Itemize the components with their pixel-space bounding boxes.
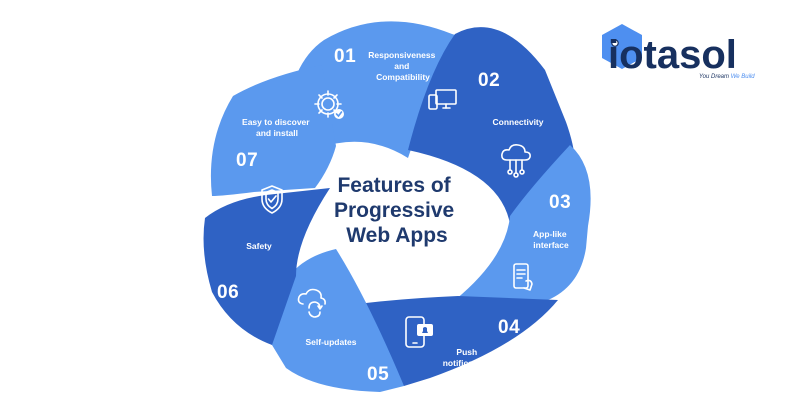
cloud-network-icon bbox=[501, 144, 531, 178]
segment-03 bbox=[455, 145, 591, 300]
shield-check-icon bbox=[261, 185, 283, 214]
segment-03-label: App-like interface bbox=[533, 229, 569, 250]
segment-02-number: 02 bbox=[478, 70, 500, 91]
logo-tagline-accent: We Build bbox=[731, 74, 756, 80]
segment-07-label-line-2: and install bbox=[256, 128, 298, 138]
segment-03-number: 03 bbox=[549, 192, 571, 213]
segment-02 bbox=[408, 27, 576, 225]
segment-03-label-line-1: App-like bbox=[533, 229, 567, 239]
logo-dot bbox=[611, 39, 619, 47]
segment-07-number: 07 bbox=[236, 150, 258, 171]
segment-06-label: Safety bbox=[246, 241, 272, 251]
segment-01-number: 01 bbox=[334, 46, 356, 67]
center-title-line-2: Progressive bbox=[334, 199, 454, 222]
segment-05-number: 05 bbox=[367, 364, 389, 385]
gear-settings-icon bbox=[314, 90, 344, 119]
logo-wordmark: iotasol bbox=[608, 33, 737, 77]
segment-07-label-line-1: Easy to discover bbox=[242, 117, 310, 127]
mobile-app-icon bbox=[513, 263, 533, 291]
segment-07-label: Easy to discover and install bbox=[242, 117, 312, 138]
phone-notification-icon bbox=[405, 316, 433, 348]
segment-01-label-line-1: Responsiveness bbox=[368, 50, 435, 60]
segment-01-label: Responsiveness and Compatibility bbox=[368, 50, 437, 82]
segment-01-label-line-2: and bbox=[394, 61, 409, 71]
segment-04 bbox=[366, 296, 558, 386]
cloud-sync-icon bbox=[297, 288, 326, 318]
segment-05-label-line-1: Self-updates bbox=[305, 337, 356, 347]
logo-tagline: You Dream We Build bbox=[699, 74, 755, 80]
segment-06-label-line-1: Safety bbox=[246, 241, 272, 251]
segment-04-number: 04 bbox=[498, 317, 520, 338]
segment-05-label: Self-updates bbox=[305, 337, 356, 347]
company-logo: iotasol You Dream We Build bbox=[602, 24, 755, 80]
segment-04-label-line-1: Push bbox=[456, 347, 477, 357]
segment-05 bbox=[269, 249, 404, 392]
logo-tagline-start: You Dream bbox=[699, 74, 731, 80]
segment-06 bbox=[203, 188, 330, 345]
segment-03-label-line-2: interface bbox=[533, 240, 569, 250]
center-title-line-1: Features of bbox=[337, 174, 451, 197]
segment-04-label: Push notifications bbox=[443, 347, 494, 368]
segment-07 bbox=[210, 65, 336, 196]
devices-icon bbox=[428, 89, 457, 110]
segment-04-label-line-2: notifications bbox=[443, 358, 494, 368]
segment-01-label-line-3: Compatibility bbox=[376, 72, 430, 82]
segment-06-number: 06 bbox=[217, 282, 239, 303]
logo-hexagon bbox=[602, 24, 642, 69]
center-title-line-3: Web Apps bbox=[346, 224, 448, 247]
center-title: Features of Progressive Web Apps bbox=[334, 174, 460, 247]
segment-02-label: Connectivity bbox=[492, 117, 543, 127]
segment-02-label-line-1: Connectivity bbox=[492, 117, 543, 127]
